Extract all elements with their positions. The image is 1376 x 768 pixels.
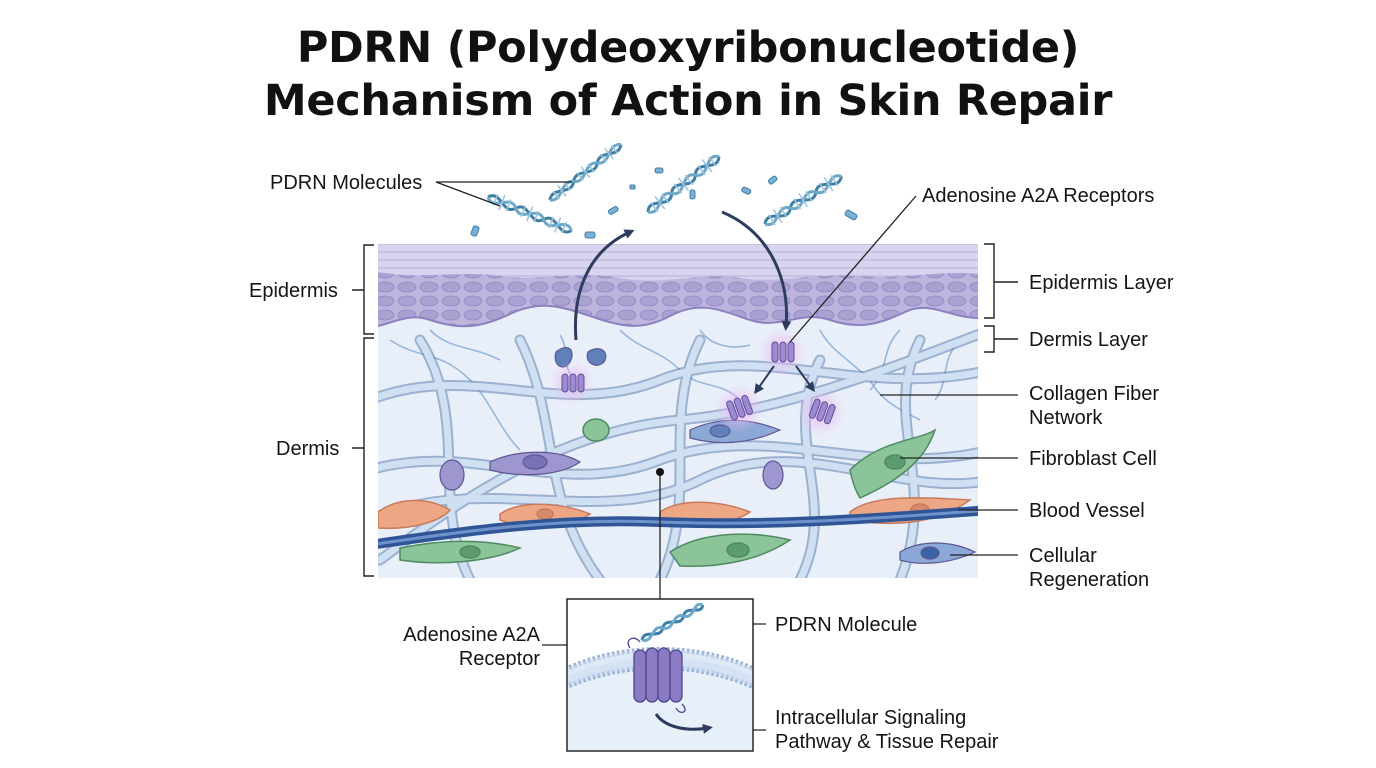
- inset-anchor-dot: [656, 468, 664, 476]
- label-cellular-regeneration: Cellular Regeneration: [1029, 545, 1150, 591]
- bracket-dermis-left: [352, 337, 374, 577]
- basement-membrane: [378, 304, 978, 328]
- receptor-2: [758, 328, 806, 376]
- label-collagen-fiber-network: Collagen Fiber Network: [1029, 383, 1160, 429]
- membrane-inset: [566, 598, 754, 752]
- bracket-epidermis-right: [984, 243, 1018, 319]
- dna-fragments: [470, 167, 858, 239]
- inset-dna: [640, 602, 705, 642]
- arrow-split-right: [795, 365, 815, 393]
- epidermis-cell-layer: [378, 272, 978, 327]
- leader-adenosine-receptors: [789, 195, 917, 343]
- label-epidermis: Epidermis: [249, 280, 338, 302]
- label-pdrn-molecules: PDRN Molecules: [270, 172, 423, 194]
- fibroblast-green-cells: [399, 418, 937, 568]
- dna-helix-2: [548, 143, 623, 202]
- receptor-4: [797, 388, 845, 436]
- receptor-3: [715, 385, 763, 433]
- title-line-2: Mechanism of Action in Skin Repair: [263, 76, 1113, 126]
- bracket-epidermis-left: [352, 244, 374, 335]
- dna-helix-3: [646, 155, 721, 214]
- label-adenosine-receptors: Adenosine A2A Receptors: [922, 185, 1155, 207]
- bracket-dermis-right: [984, 325, 1018, 353]
- cell-membrane: [568, 649, 752, 687]
- signaling-arrows: [573, 210, 815, 395]
- inset-signal-arrow: [654, 713, 713, 734]
- dermal-cells: [439, 347, 977, 564]
- dna-helix-1: [486, 194, 573, 234]
- diagram-title: PDRN (Polydeoxyribonucleotide) Mechanism…: [0, 22, 1376, 128]
- label-dermis-layer: Dermis Layer: [1029, 329, 1148, 351]
- arrow-down-in: [721, 210, 792, 331]
- label-blood-vessel: Blood Vessel: [1029, 500, 1145, 522]
- brackets: [352, 243, 1018, 577]
- leader-lines: [435, 181, 1018, 731]
- arrow-split-left: [754, 365, 775, 395]
- dna-helix-4: [763, 174, 843, 227]
- label-inset-signaling: Intracellular Signaling Pathway & Tissue…: [775, 707, 999, 753]
- label-epidermis-layer: Epidermis Layer: [1029, 272, 1174, 294]
- inset-receptor: [627, 637, 686, 713]
- label-fibroblast-cell: Fibroblast Cell: [1029, 448, 1157, 470]
- skin-section: [378, 244, 978, 578]
- adenosine-receptors-in-skin: [550, 328, 845, 436]
- receptor-1: [550, 361, 594, 405]
- label-dermis: Dermis: [276, 438, 340, 460]
- arrow-up-out: [573, 229, 635, 341]
- label-inset-adenosine-receptor: Adenosine A2A Receptor: [403, 624, 540, 670]
- pdrn-molecules: [470, 143, 858, 239]
- label-inset-pdrn-molecule: PDRN Molecule: [775, 614, 918, 636]
- title-line-1: PDRN (Polydeoxyribonucleotide): [296, 23, 1080, 73]
- leader-pdrn-molecules-a: [435, 181, 501, 207]
